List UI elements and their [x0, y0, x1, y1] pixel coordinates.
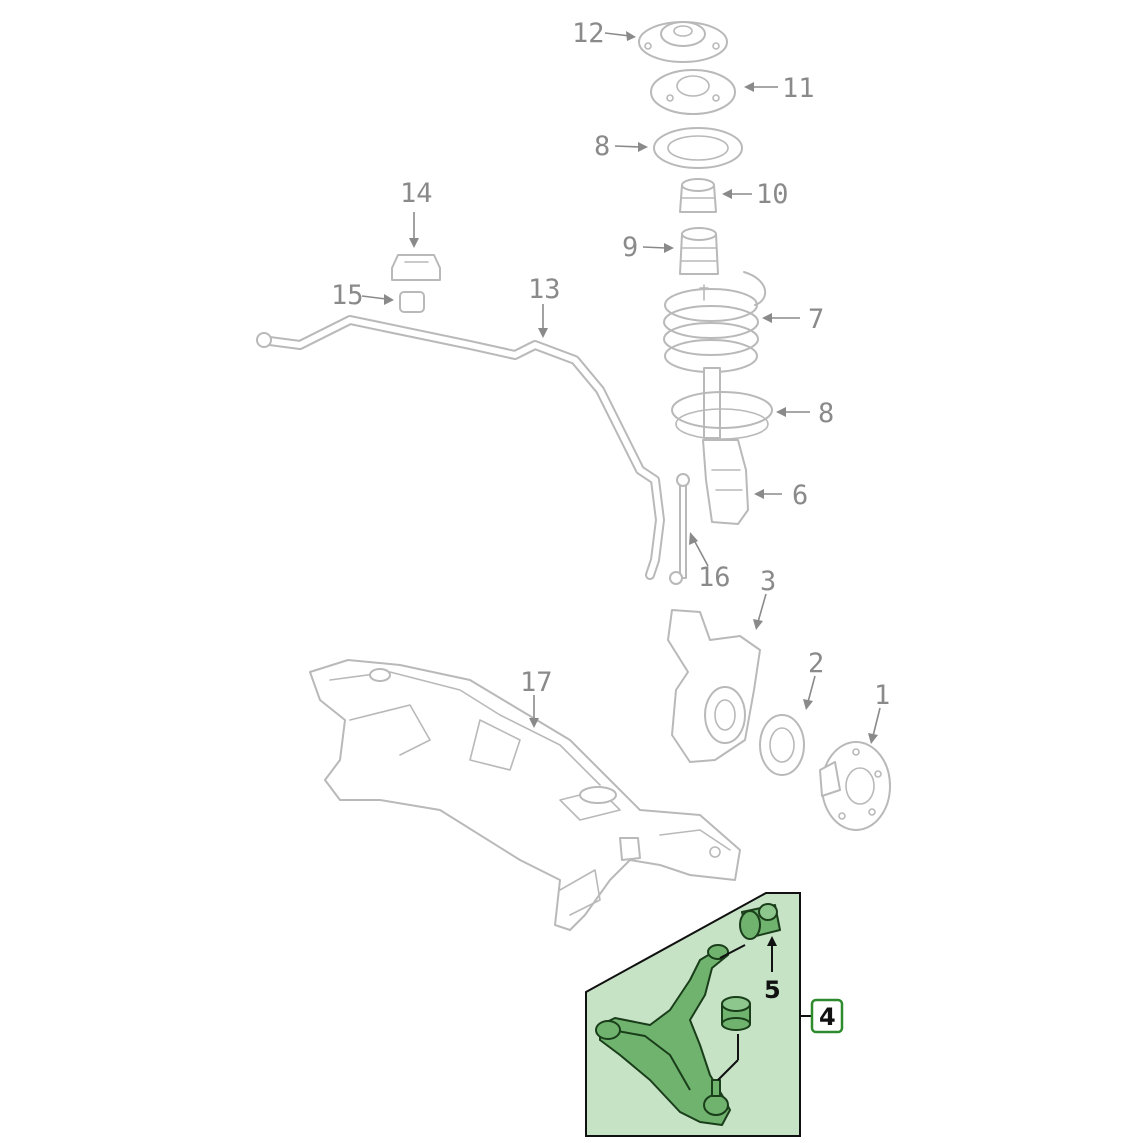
- callout-10: 10: [756, 179, 789, 210]
- highlight-leader-lines: [717, 936, 812, 1081]
- shock-absorber-6: [671, 367, 773, 525]
- crossmember-17: [309, 659, 741, 931]
- strut-insulator-11: [650, 69, 736, 115]
- callout-8-upper: 8: [594, 131, 610, 162]
- arm-bushing-5: [739, 903, 781, 940]
- leader-lines: [361, 31, 881, 744]
- callout-5: 5: [764, 976, 781, 1004]
- bump-stop-10: [679, 178, 717, 213]
- callout-15: 15: [331, 280, 364, 311]
- callout-7: 7: [808, 304, 824, 335]
- wheel-hub-1: [819, 741, 891, 831]
- coil-spring-7: [663, 271, 766, 373]
- callout-8-lower: 8: [818, 398, 834, 429]
- callout-11: 11: [782, 73, 815, 104]
- callout-labels: 12 11 8 10 14 9 15 13 7 8 6 16 3 2 17 1: [331, 18, 890, 711]
- dust-boot-9: [679, 227, 719, 275]
- arm-bushing-small: [721, 996, 751, 1031]
- steering-knuckle-3: [667, 609, 761, 763]
- callout-4: 4: [819, 1003, 836, 1031]
- wheel-bearing-2: [759, 714, 805, 776]
- callout-9: 9: [622, 232, 638, 263]
- stabilizer-bracket-14: [391, 254, 441, 281]
- stabilizer-bushing-15: [399, 291, 425, 313]
- callout-17: 17: [520, 667, 553, 698]
- callout-12: 12: [572, 18, 605, 49]
- callout-6: 6: [792, 480, 808, 511]
- spring-seat-upper-8: [653, 127, 743, 169]
- callout-13: 13: [528, 274, 561, 305]
- callout-1: 1: [874, 680, 890, 711]
- callout-4-box: [810, 998, 844, 1034]
- callout-16: 16: [698, 562, 731, 593]
- strut-mount-12: [638, 21, 728, 63]
- highlight-callouts: 5 4: [764, 976, 844, 1034]
- callout-3: 3: [760, 566, 776, 597]
- callout-2: 2: [808, 648, 824, 679]
- stabilizer-link-16: [669, 473, 690, 585]
- stabilizer-bar-13: [256, 315, 665, 580]
- callout-14: 14: [400, 178, 433, 209]
